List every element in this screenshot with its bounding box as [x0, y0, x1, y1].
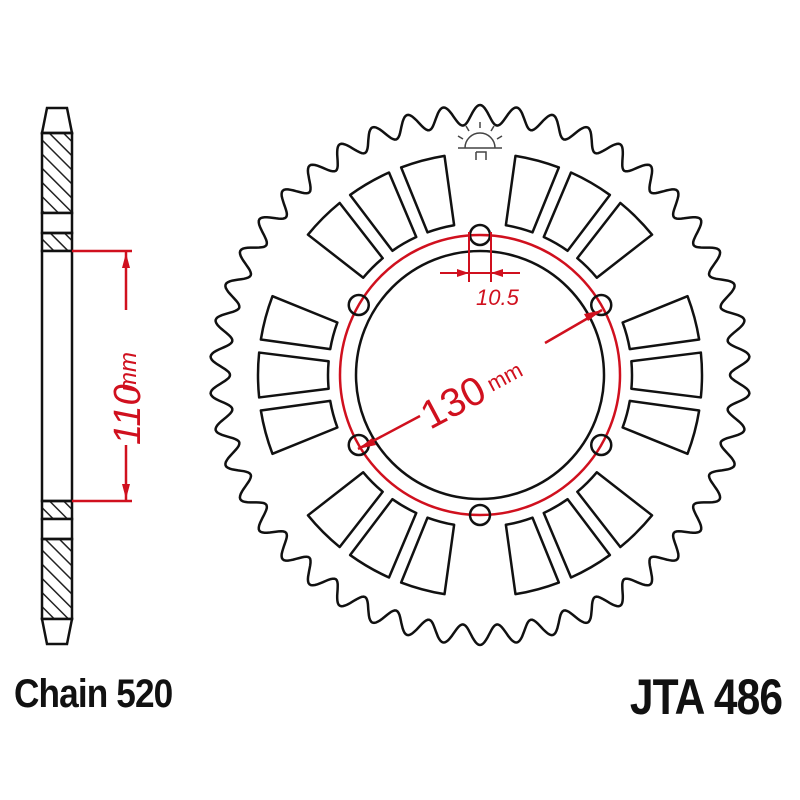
sprocket-slot: [630, 351, 704, 399]
dimension-110mm: [72, 249, 132, 503]
sprocket-front-view: [209, 103, 751, 647]
side-profile-hatch-top: [40, 131, 74, 215]
side-profile-view: 110 mm: [40, 106, 149, 646]
side-profile-hatch-upper-hub: [40, 231, 74, 253]
sprocket-slot: [504, 516, 561, 596]
bolt-circle: [338, 233, 622, 517]
sprocket-slot: [259, 294, 339, 351]
sprocket-slot: [621, 294, 701, 351]
sprocket-slot: [621, 399, 701, 456]
sprocket-slot: [348, 171, 418, 253]
chain-size-label: Chain 520: [14, 672, 173, 716]
sprocket-center-bore: [354, 249, 606, 501]
sprocket-slot: [306, 201, 384, 279]
side-profile-hatch-bottom: [40, 537, 74, 621]
sprocket-slot: [399, 516, 456, 596]
bolt-hole: [347, 293, 371, 317]
side-profile-top-cap: [40, 106, 74, 135]
side-profile-bottom-cap: [40, 617, 74, 646]
dimension-bolt-circle: [357, 308, 603, 451]
sprocket-slot: [399, 154, 456, 234]
bolt-hole: [468, 503, 492, 527]
sprocket-slot: [576, 471, 654, 549]
part-number-label: JTA 486: [629, 669, 783, 725]
side-profile-hatch-lower-hub: [40, 499, 74, 521]
bolt-hole: [589, 433, 613, 457]
bolt-hole: [589, 293, 613, 317]
sun-logo-icon: [457, 122, 503, 160]
sprocket-slot: [504, 154, 561, 234]
sprocket-slot: [256, 351, 330, 399]
sprocket-slot: [542, 497, 612, 579]
dimension-bolt-hole-value: 10.5: [476, 285, 520, 310]
sprocket-slot: [259, 399, 339, 456]
side-profile-gap-bottom: [40, 517, 74, 541]
sprocket-slot: [542, 171, 612, 253]
side-profile-hub: [40, 249, 74, 503]
sprocket-slot: [348, 497, 418, 579]
sprocket-slot: [306, 471, 384, 549]
side-profile-gap-top: [40, 211, 74, 235]
sprocket-slot: [576, 201, 654, 279]
dimension-110mm-value: 110: [107, 384, 149, 445]
dimension-110mm-unit: mm: [115, 352, 142, 392]
dimension-bolt-hole: [440, 232, 520, 282]
